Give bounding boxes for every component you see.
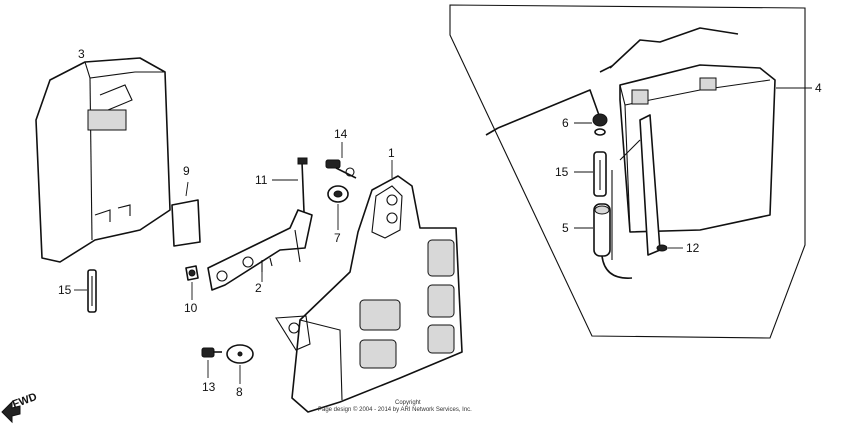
callout-11: 11 bbox=[255, 173, 268, 187]
callout-1: 1 bbox=[388, 146, 395, 160]
callout-13: 13 bbox=[202, 380, 216, 394]
caution-label[interactable] bbox=[171, 181, 201, 247]
callout-4: 4 bbox=[815, 81, 822, 95]
mounting-bolt[interactable] bbox=[201, 347, 222, 378]
copyright-line-1: Copyright bbox=[395, 400, 421, 406]
battery[interactable] bbox=[611, 64, 812, 260]
callout-12: 12 bbox=[686, 241, 700, 255]
battery-wire[interactable] bbox=[599, 27, 739, 73]
copyright-notice: Copyright Page design © 2004 - 2014 by A… bbox=[318, 400, 472, 413]
callout-7: 7 bbox=[334, 231, 341, 245]
callout-5: 5 bbox=[562, 221, 569, 235]
callout-15-right: 15 bbox=[555, 165, 569, 179]
callout-10: 10 bbox=[184, 301, 198, 315]
copyright-line-2: Page design © 2004 - 2014 by ARI Network… bbox=[318, 406, 472, 413]
terminal-screw[interactable] bbox=[656, 244, 683, 252]
battery-case[interactable] bbox=[275, 160, 463, 413]
flange-nut[interactable] bbox=[185, 265, 199, 300]
bolt-with-washer[interactable] bbox=[325, 142, 357, 179]
battery-cover[interactable] bbox=[35, 57, 171, 263]
callout-6: 6 bbox=[562, 116, 569, 130]
fuse-right[interactable] bbox=[574, 151, 607, 197]
callout-9: 9 bbox=[183, 164, 190, 178]
callout-15-left: 15 bbox=[58, 283, 72, 297]
long-bolt[interactable] bbox=[272, 157, 308, 213]
forward-arrow-icon bbox=[1, 400, 21, 424]
callout-8: 8 bbox=[236, 385, 243, 399]
callout-3: 3 bbox=[78, 47, 85, 61]
callout-2: 2 bbox=[255, 281, 262, 295]
rubber-collar[interactable] bbox=[327, 185, 349, 230]
callout-labels: 1 2 3 4 5 6 7 8 9 10 11 12 13 14 15 15 bbox=[58, 47, 822, 399]
fuse-left[interactable] bbox=[74, 269, 97, 313]
battery-bracket[interactable] bbox=[207, 209, 313, 291]
vent-tube-fitting[interactable] bbox=[485, 89, 608, 136]
rubber-pad[interactable] bbox=[226, 344, 254, 384]
callout-14: 14 bbox=[334, 127, 348, 141]
fuse-holder[interactable] bbox=[574, 203, 633, 279]
forward-label: FWD bbox=[11, 391, 39, 411]
forward-direction-indicator: FWD bbox=[1, 391, 39, 424]
battery-assembly-frame bbox=[449, 4, 806, 339]
